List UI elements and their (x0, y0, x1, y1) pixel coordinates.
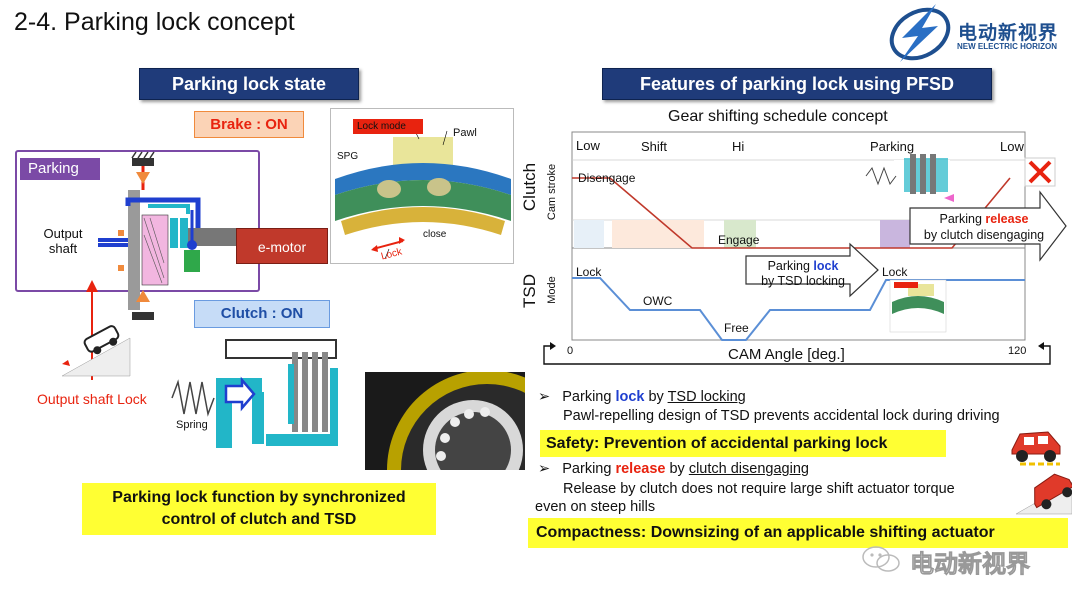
lightning-logo-icon (889, 4, 951, 62)
bullet-release-desc-1: Release by clutch does not require large… (563, 481, 955, 497)
parking-release-callout: Parking release by clutch disengaging (923, 212, 1045, 242)
bullet-parking-lock-desc: Pawl-repelling design of TSD prevents ac… (563, 408, 1000, 424)
lock-mode-inset: Lock mode Pawl SPG close Lock (330, 108, 514, 264)
parking-lock-arrow (745, 242, 879, 298)
e-motor-block: e-motor (236, 228, 328, 264)
clutch-axis-label: Clutch (520, 162, 539, 212)
x-axis-min: 0 (567, 345, 574, 357)
lock-mode-tag: Lock mode (353, 119, 423, 134)
logo-chinese-text: 电动新视界 (958, 23, 1059, 44)
clutch-spring-mechanism (171, 339, 338, 448)
x-axis-max: 120 (1008, 345, 1027, 357)
owc-label: OWC (643, 294, 673, 308)
phase-low-end: Low (1000, 139, 1024, 154)
cam-stroke-axis-label: Cam stroke (546, 163, 558, 221)
pawl-label: Pawl (453, 127, 477, 139)
parking-tag: Parking (20, 158, 100, 180)
x-axis-label: CAM Angle [deg.] (728, 346, 845, 363)
parking-gear-photo (365, 372, 525, 470)
chart-title: Gear shifting schedule concept (668, 108, 888, 125)
parking-lock-state-banner: Parking lock state (139, 68, 359, 100)
parking-lock-callout: Parking lock by TSD locking (761, 259, 845, 288)
spg-label: SPG (337, 151, 359, 162)
logo-english-text: NEW ELECTRIC HORIZON (957, 42, 1057, 51)
close-label: close (423, 229, 447, 240)
tsd-lock-end-label: Lock (882, 265, 908, 279)
safety-highlight: Safety: Prevention of accidental parking… (540, 430, 946, 457)
watermark-text: 电动新视界 (910, 551, 1031, 579)
gearbox-schematic (98, 151, 236, 320)
red-x-icon (1024, 157, 1056, 187)
parking-release-arrow (909, 190, 1067, 262)
red-car-slope-icon (1016, 473, 1072, 515)
engage-label: Engage (718, 233, 760, 247)
bullet-parking-release: ➢ Parking release by clutch disengaging (538, 461, 809, 477)
car-on-slope-icon (62, 280, 131, 380)
tsd-axis-label: TSD (520, 274, 539, 308)
phase-hi: Hi (732, 139, 745, 154)
phase-parking: Parking (870, 139, 915, 154)
compactness-highlight: Compactness: Downsizing of an applicable… (528, 518, 1068, 548)
spring-label: Spring (176, 419, 208, 431)
cam-angle-axis (543, 342, 1051, 365)
phase-shift: Shift (641, 139, 668, 154)
slide-title: 2-4. Parking lock concept (14, 8, 295, 36)
clutch-on-label: Clutch : ON (194, 300, 330, 328)
disengage-label: Disengage (578, 171, 636, 185)
tsd-lock-start-label: Lock (576, 265, 602, 279)
brake-on-label: Brake : ON (194, 111, 304, 138)
red-car-flat-icon (1011, 431, 1061, 466)
features-banner: Features of parking lock using PFSD (602, 68, 992, 100)
bullet-parking-lock: ➢ Parking lock by TSD locking (538, 389, 746, 405)
output-shaft-lock-label: Output shaft Lock (37, 391, 147, 407)
mode-axis-label: Mode (546, 276, 558, 304)
wechat-icon (862, 546, 900, 572)
free-label: Free (724, 321, 749, 335)
bullet-release-desc-2: even on steep hills (535, 499, 656, 515)
phase-low: Low (576, 138, 600, 153)
